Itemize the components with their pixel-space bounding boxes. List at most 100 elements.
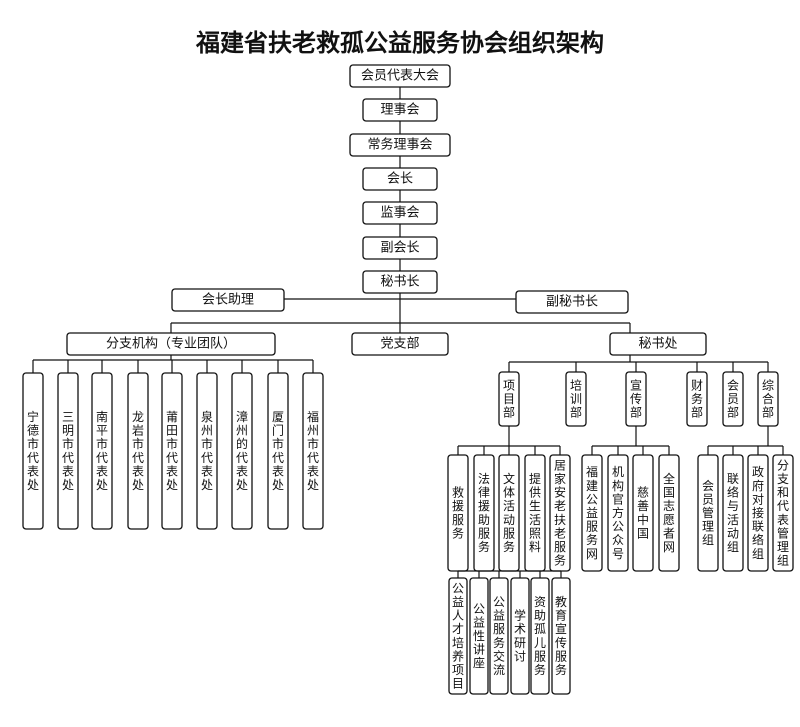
branch-office: 分支机构（专业团队）: [66, 332, 276, 356]
department-4: 会员部: [722, 371, 744, 427]
chain-node-4-label: 监事会: [380, 206, 419, 221]
project-item-1: 法律援助服务: [473, 454, 495, 572]
chain-node-3: 会长: [362, 167, 438, 191]
secretariat: 秘书处: [609, 332, 707, 356]
branch-office-5: 泉州市代表处: [196, 372, 218, 530]
department-4-label: 会员部: [727, 378, 739, 419]
chain-node-3-box: [362, 167, 438, 191]
branch-office-7-label: 厦门市代表处: [272, 410, 284, 492]
branch-office-0-label: 宁德市代表处: [27, 409, 39, 492]
publicity-item-0-label: 福建公益服务网: [586, 464, 598, 561]
department-3: 财务部: [686, 371, 708, 427]
project-row2-item-4-label: 资助孤儿服务: [534, 595, 546, 677]
project-item-1-label: 法律援助服务: [478, 472, 490, 554]
publicity-item-1-box: [607, 454, 629, 572]
chain-node-0-box: [349, 64, 451, 88]
publicity-item-1: 机构官方公众号: [607, 454, 629, 572]
publicity-item-3-label: 全国志愿者网: [663, 471, 675, 554]
department-5-label: 综合部: [762, 378, 774, 419]
publicity-item-2-box: [632, 454, 654, 572]
project-row2-item-0-label: 公益人才培养项目: [452, 581, 464, 690]
branch-office-7-box: [267, 372, 289, 530]
chain-node-4-box: [362, 201, 438, 225]
project-row2-item-5-box: [551, 577, 571, 695]
chain-node-3-label: 会长: [387, 172, 413, 187]
project-row2-item-4-box: [530, 577, 550, 695]
department-0-label: 项目部: [503, 378, 515, 419]
department-2-label: 宣传部: [630, 377, 642, 419]
general-item-1: 联络与活动组: [722, 454, 744, 572]
department-0: 项目部: [498, 371, 520, 427]
department-3-box: [686, 371, 708, 427]
general-item-0-box: [697, 454, 719, 572]
chain-node-5-box: [362, 236, 438, 260]
branch-office-8-box: [302, 372, 324, 530]
project-row2-item-1-label: 公益性讲座: [473, 602, 485, 670]
branch-office-label: 分支机构（专业团队）: [106, 337, 236, 352]
chain-node-0: 会员代表大会: [349, 64, 451, 88]
branch-office-8-label: 福州市代表处: [307, 409, 319, 492]
publicity-item-3: 全国志愿者网: [658, 454, 680, 572]
project-item-0: 救援服务: [447, 454, 469, 572]
project-row2-item-0-box: [448, 577, 468, 695]
project-row2-item-5: 教育宣传服务: [551, 577, 571, 695]
publicity-item-3-box: [658, 454, 680, 572]
project-item-0-label: 救援服务: [452, 485, 464, 541]
chain-node-5: 副会长: [362, 236, 438, 260]
chain-node-6: 秘书长: [362, 270, 438, 294]
general-item-0: 会员管理组: [697, 454, 719, 572]
assistant-left: 会长助理: [171, 288, 285, 312]
project-item-3-label: 提供生活照料: [529, 471, 541, 554]
publicity-item-2-label: 慈善中国: [637, 485, 649, 541]
department-1-box: [565, 371, 587, 427]
project-row2-item-3: 学术研讨: [510, 577, 530, 695]
chain-node-1-box: [362, 98, 438, 122]
branch-office-4-label: 莆田市代表处: [166, 410, 178, 492]
general-item-1-label: 联络与活动组: [727, 472, 739, 554]
assistant-left-label: 会长助理: [202, 293, 254, 308]
general-item-1-box: [722, 454, 744, 572]
department-3-label: 财务部: [691, 378, 703, 419]
branch-office-6-label: 漳州的代表处: [236, 409, 248, 492]
party-branch-box: [351, 332, 449, 356]
general-item-3-box: [772, 454, 794, 572]
chain-node-6-label: 秘书长: [380, 275, 419, 290]
branch-office-4: 莆田市代表处: [161, 372, 183, 530]
general-item-2-label: 政府对接联络组: [752, 465, 764, 561]
department-4-box: [722, 371, 744, 427]
branch-office-2: 南平市代表处: [91, 372, 113, 530]
branch-office-2-box: [91, 372, 113, 530]
project-item-2-label: 文体活动服务: [503, 471, 515, 554]
assistant-left-box: [171, 288, 285, 312]
publicity-item-2: 慈善中国: [632, 454, 654, 572]
chain-node-4: 监事会: [362, 201, 438, 225]
project-row2-item-4: 资助孤儿服务: [530, 577, 550, 695]
branch-office-2-label: 南平市代表处: [96, 409, 108, 492]
branch-office-1-label: 三明市代表处: [62, 410, 74, 492]
project-row2-item-1-box: [469, 577, 489, 695]
project-row2-item-2: 公益服务交流: [489, 577, 509, 695]
project-item-4-label: 居家安老扶老服务: [554, 458, 566, 567]
branch-office-1-box: [57, 372, 79, 530]
project-row2-item-5-label: 教育宣传服务: [555, 594, 567, 677]
project-row2-item-0: 公益人才培养项目: [448, 577, 468, 695]
chain-node-0-label: 会员代表大会: [361, 69, 439, 84]
chain-node-1-label: 理事会: [380, 103, 419, 118]
project-row2-item-3-label: 学术研讨: [514, 608, 526, 664]
project-row2-item-2-box: [489, 577, 509, 695]
department-1: 培训部: [565, 371, 587, 427]
branch-office-1: 三明市代表处: [57, 372, 79, 530]
branch-office-7: 厦门市代表处: [267, 372, 289, 530]
general-item-2-box: [747, 454, 769, 572]
branch-office-3-label: 龙岩市代表处: [132, 410, 144, 492]
chart-title: 福建省扶老救孤公益服务协会组织架构: [195, 29, 604, 57]
chain-node-5-label: 副会长: [380, 241, 419, 256]
branch-office-0: 宁德市代表处: [22, 372, 44, 530]
branch-office-0-box: [22, 372, 44, 530]
publicity-item-0: 福建公益服务网: [581, 454, 603, 572]
chain-node-2-box: [349, 133, 451, 157]
party-branch: 党支部: [351, 332, 449, 356]
project-item-3: 提供生活照料: [524, 454, 546, 572]
